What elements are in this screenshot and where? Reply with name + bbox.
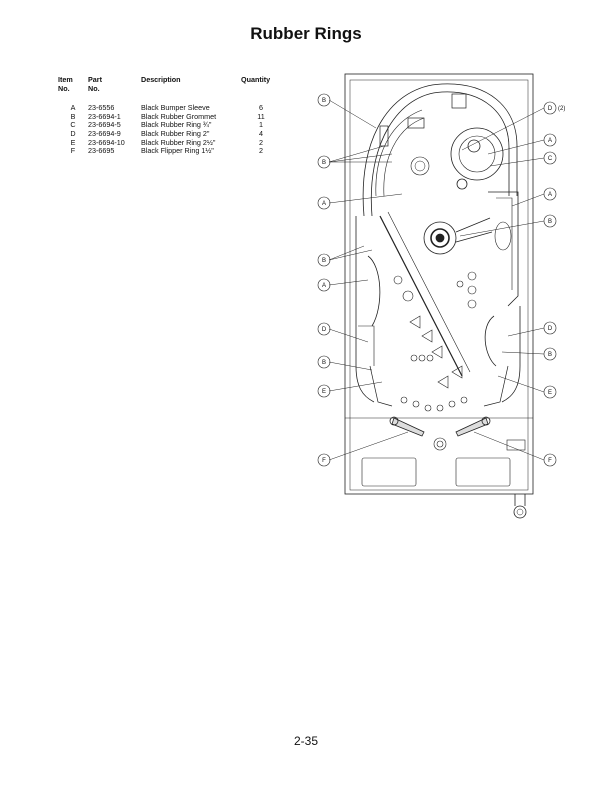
quantity-cell: 2 xyxy=(259,137,263,147)
callout-bubble: B xyxy=(317,155,331,169)
callout-bubble: B xyxy=(317,253,331,267)
callout-bubble: B xyxy=(317,355,331,369)
center-bumper xyxy=(410,156,493,255)
item-cell: E xyxy=(70,137,76,147)
description-cell: Black Rubber Grommet xyxy=(141,111,217,121)
part-cell: 23-6695 xyxy=(88,146,115,156)
table-row: D 23-6694-9 Black Rubber Ring 2" 4 xyxy=(58,128,281,139)
upper-ramp xyxy=(362,83,518,217)
item-cell: C xyxy=(70,120,76,130)
part-cell: 23-6694-9 xyxy=(88,128,121,138)
quantity-cell: 4 xyxy=(259,128,263,138)
page-number: 2-35 xyxy=(293,734,319,748)
callout-leaders xyxy=(328,99,545,461)
svg-text:B: B xyxy=(548,219,552,225)
svg-text:A: A xyxy=(548,138,552,144)
callout-bubble: D xyxy=(543,101,557,115)
header-quantity: Quantity xyxy=(241,75,271,84)
callout-bubble: A xyxy=(317,196,331,210)
item-cell: B xyxy=(70,111,76,121)
callout-bubble: A xyxy=(543,187,557,201)
svg-text:F: F xyxy=(548,458,552,464)
callout-bubble: C xyxy=(543,151,557,165)
description-cell: Black Flipper Ring 1½" xyxy=(141,146,214,156)
item-cell: A xyxy=(70,103,76,113)
table-row: B 23-6694-1 Black Rubber Grommet 11 xyxy=(58,111,281,122)
callouts-right: D (2) A C A B D B E F xyxy=(543,101,565,467)
flippers xyxy=(389,416,491,437)
callout-bubble: A xyxy=(317,278,331,292)
playfield-inserts xyxy=(393,271,477,451)
description-cell: Black Rubber Ring 2" xyxy=(141,128,210,138)
svg-text:D: D xyxy=(322,327,327,333)
callouts-left: B B A B A D B E F xyxy=(317,93,331,467)
table-row: A 23-6556 Black Bumper Sleeve 6 xyxy=(58,104,281,113)
svg-text:B: B xyxy=(322,360,326,366)
callout-bubble: A xyxy=(543,133,557,147)
callout-bubble: F xyxy=(543,453,557,467)
svg-text:C: C xyxy=(548,156,553,162)
right-lane xyxy=(488,191,519,307)
quantity-cell: 6 xyxy=(259,103,263,113)
callout-bubble: F xyxy=(317,453,331,467)
callout-bubble: B xyxy=(543,214,557,228)
callout-bubble: E xyxy=(317,384,331,398)
callout-bubble: B xyxy=(317,93,331,107)
callout-bubble: E xyxy=(543,385,557,399)
svg-text:D: D xyxy=(548,106,553,112)
svg-text:F: F xyxy=(322,458,326,464)
svg-text:E: E xyxy=(322,389,326,395)
page-title: Rubber Rings xyxy=(250,24,362,43)
svg-text:A: A xyxy=(548,192,552,198)
playfield-diagram: B B A B A D B E F D (2) A C A B D B E F xyxy=(317,73,565,519)
table-row: F 23-6695 Black Flipper Ring 1½" 2 xyxy=(58,147,281,156)
svg-text:B: B xyxy=(322,98,326,104)
part-cell: 23-6694-10 xyxy=(88,137,125,147)
svg-text:E: E xyxy=(548,390,552,396)
quantity-cell: 11 xyxy=(257,111,265,121)
callout-bubble: D xyxy=(317,322,331,336)
callout-quantity: (2) xyxy=(558,106,565,112)
left-guides xyxy=(355,216,393,407)
upper-bumper-area xyxy=(379,93,504,190)
item-cell: F xyxy=(70,146,76,156)
callout-bubble: B xyxy=(543,347,557,361)
part-cell: 23-6694-1 xyxy=(88,111,121,121)
table-row: E 23-6694-10 Black Rubber Ring 2½" 2 xyxy=(58,137,281,148)
svg-text:B: B xyxy=(322,160,326,166)
callout-bubble: D xyxy=(543,321,557,335)
description-cell: Black Rubber Ring 2½" xyxy=(141,137,216,147)
part-cell: 23-6694-5 xyxy=(88,120,121,130)
cabinet-outline xyxy=(344,73,534,519)
svg-text:A: A xyxy=(322,283,326,289)
header-description: Description xyxy=(141,75,181,84)
svg-text:A: A xyxy=(322,201,326,207)
part-cell: 23-6556 xyxy=(88,103,115,113)
right-guides xyxy=(483,306,521,407)
quantity-cell: 1 xyxy=(259,120,263,130)
quantity-cell: 2 xyxy=(259,146,263,156)
item-cell: D xyxy=(70,128,76,138)
svg-text:B: B xyxy=(548,352,552,358)
diagonal-ramp xyxy=(379,211,471,377)
description-cell: Black Bumper Sleeve xyxy=(141,103,210,113)
description-cell: Black Rubber Ring ¾" xyxy=(141,120,212,130)
svg-text:D: D xyxy=(548,326,553,332)
table-row: C 23-6694-5 Black Rubber Ring ¾" 1 xyxy=(58,121,281,130)
svg-text:B: B xyxy=(322,258,326,264)
